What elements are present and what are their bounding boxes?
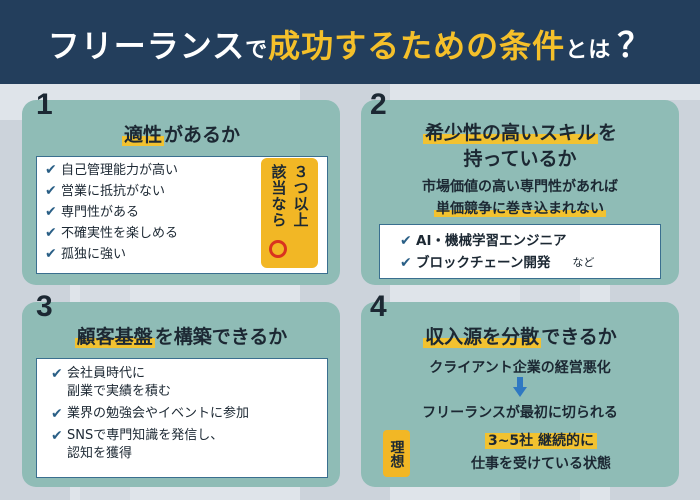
condition-panel-1: 適性があるか ✔自己管理能力が高い ✔営業に抵抗がない ✔専門性がある ✔不確実… <box>22 100 340 285</box>
badge-text-col1: ３つ以上 <box>291 164 310 228</box>
panel-3-title: 顧客基盤を構築できるか <box>74 326 288 348</box>
title-success-conditions: 成功するための条件 <box>268 26 566 65</box>
ideal-label: 理想 <box>383 430 410 477</box>
panel-1-checklist: ✔自己管理能力が高い ✔営業に抵抗がない ✔専門性がある ✔不確実性を楽しめる … <box>45 160 327 265</box>
check-icon: ✔ <box>400 233 412 249</box>
panel-3-number: 3 <box>36 290 53 323</box>
badge-text-col2: 該当なら <box>269 164 288 228</box>
check-icon: ✔ <box>45 204 57 220</box>
title-de: で <box>245 37 269 63</box>
check-icon: ✔ <box>45 246 57 262</box>
panel-2-skill-list: ✔AI・機械学習エンジニア ✔ブロックチェーン開発など <box>400 230 660 274</box>
panel-2-number: 2 <box>370 88 387 121</box>
list-item: ✔自己管理能力が高い <box>45 160 327 181</box>
title-towa: とは <box>565 37 612 63</box>
panel-1-number: 1 <box>36 88 53 121</box>
list-item: ✔営業に抵抗がない <box>45 181 327 202</box>
condition-panel-4: 収入源を分散できるか クライアント企業の経営悪化 フリーランスが最初に切られる … <box>361 302 679 487</box>
panel-4-number: 4 <box>370 290 387 323</box>
condition-panel-2: 希少性の高いスキルを 持っているか 市場価値の高い専門性があれば 単価競争に巻き… <box>361 100 679 285</box>
arrow-down-icon <box>513 377 527 397</box>
check-icon: ✔ <box>45 162 57 178</box>
circle-mark-icon <box>269 240 287 258</box>
risk-cause-text: クライアント企業の経営悪化 <box>429 360 611 376</box>
panel-4-title: 収入源を分散できるか <box>423 326 617 348</box>
etc-label: など <box>572 256 595 269</box>
list-item: ✔孤独に強い <box>45 244 327 265</box>
list-item: ✔SNSで専門知識を発信し、 認知を獲得 <box>51 428 224 461</box>
list-item: ✔専門性がある <box>45 202 327 223</box>
panel-3-checklist: ✔会社員時代に 副業で実績を積む ✔業界の勉強会やイベントに参加 ✔SNSで専門… <box>51 365 327 463</box>
list-item: ✔不確実性を楽しめる <box>45 223 327 244</box>
panel-1-title: 適性があるか <box>121 124 241 146</box>
list-item: ✔業界の勉強会やイベントに参加 <box>51 406 250 422</box>
check-icon: ✔ <box>51 428 63 444</box>
header-banner: フリーランスで成功するための条件とは？ <box>0 0 700 84</box>
panel-2-description: 市場価値の高い専門性があれば 単価競争に巻き込まれない <box>422 179 618 217</box>
check-icon: ✔ <box>51 406 63 422</box>
title-freelance: フリーランス <box>47 26 246 65</box>
check-icon: ✔ <box>45 225 57 241</box>
list-item: ✔AI・機械学習エンジニア <box>400 230 660 252</box>
check-icon: ✔ <box>51 366 63 382</box>
list-item: ✔ブロックチェーン開発など <box>400 252 660 274</box>
check-icon: ✔ <box>45 183 57 199</box>
ideal-state-text: 3~5社 継続的に 仕事を受けている状態 <box>471 433 611 472</box>
panel-2-skill-box: ✔AI・機械学習エンジニア ✔ブロックチェーン開発など <box>379 224 661 279</box>
condition-panel-3: 顧客基盤を構築できるか ✔会社員時代に 副業で実績を積む ✔業界の勉強会やイベン… <box>22 302 340 487</box>
title-question-mark: ？ <box>617 25 653 66</box>
risk-result-text: フリーランスが最初に切られる <box>422 405 618 421</box>
list-item: ✔会社員時代に 副業で実績を積む <box>51 366 172 399</box>
page-title: フリーランスで成功するための条件とは？ <box>48 18 652 67</box>
panel-3-checklist-box: ✔会社員時代に 副業で実績を積む ✔業界の勉強会やイベントに参加 ✔SNSで専門… <box>36 358 328 478</box>
three-or-more-badge: ３つ以上 該当なら <box>261 158 318 268</box>
panel-2-title: 希少性の高いスキルを 持っているか <box>422 122 618 170</box>
check-icon: ✔ <box>400 255 412 271</box>
